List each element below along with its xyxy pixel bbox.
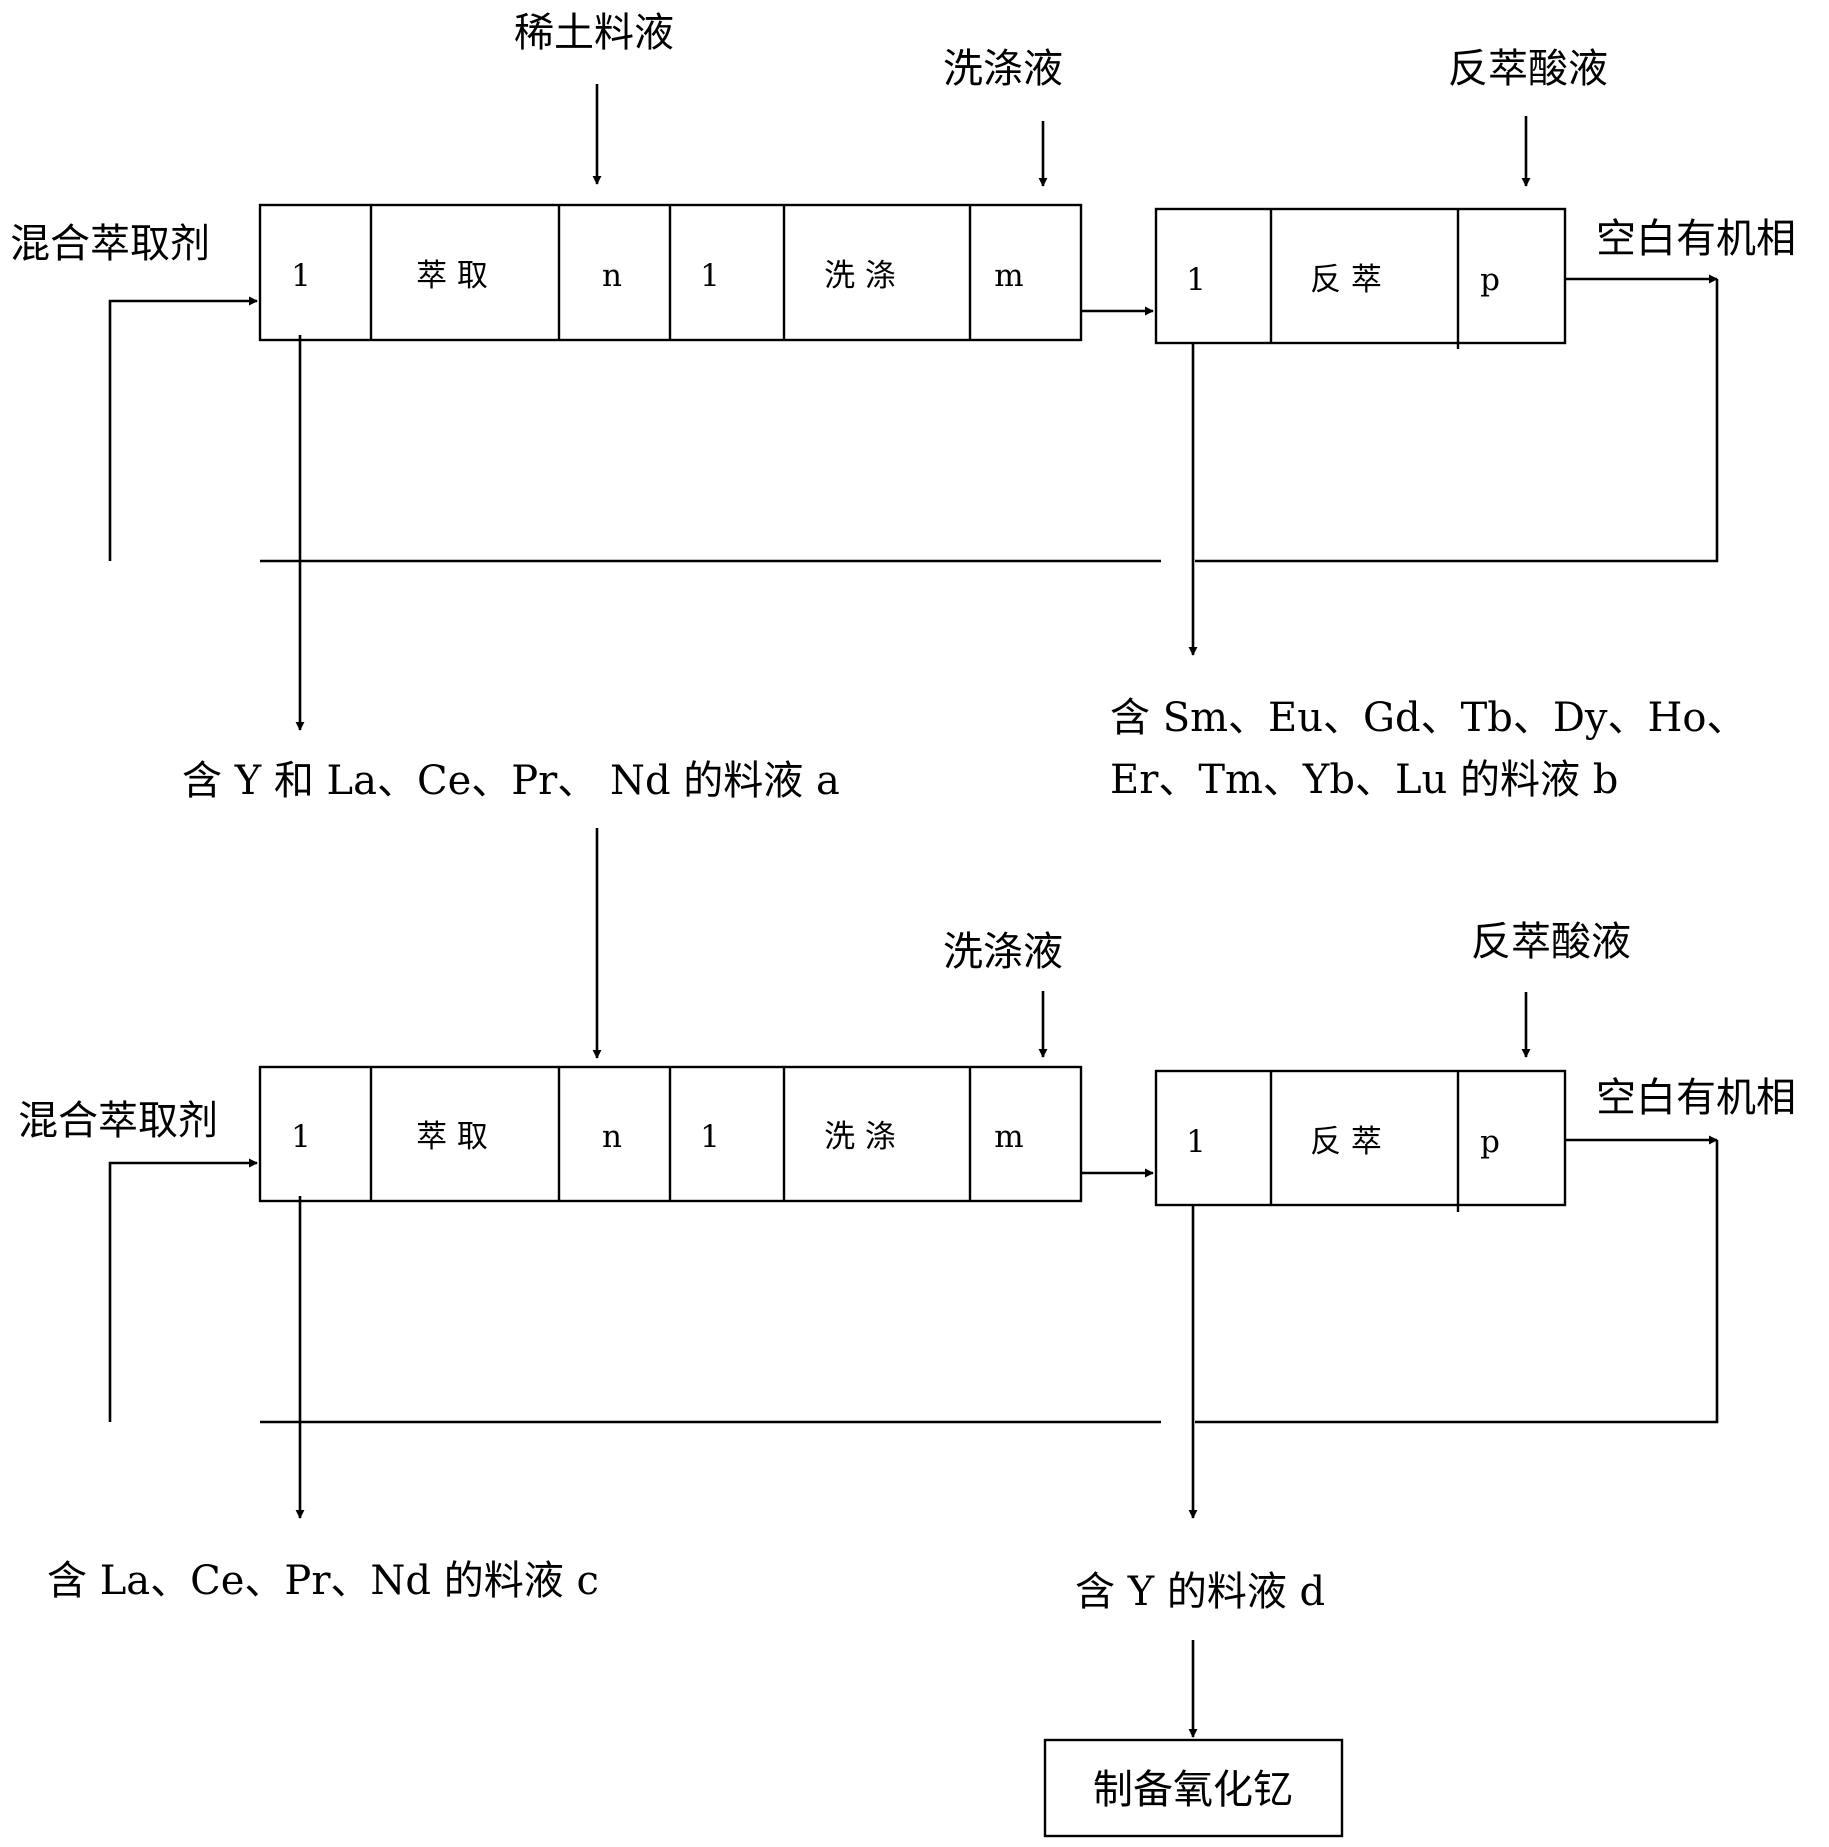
blank-organic-label: 空白有机相 [1596, 216, 1796, 262]
blank-organic-label-2: 空白有机相 [1596, 1075, 1796, 1121]
wash-solution-label-2: 洗涤液 [943, 929, 1063, 975]
strip-section-label-2: 反 萃 [1310, 1124, 1382, 1160]
stage-1: 稀土料液 洗涤液 反萃酸液 混合萃取剂 空白有机相 1 萃 取 n 1 洗 涤 … [10, 10, 1796, 804]
yttria-preparation-label: 制备氧化钇 [1093, 1767, 1293, 1813]
output-d-label: 含 Y 的料液 d [1075, 1569, 1325, 1615]
wash-section-label-2: 洗 涤 [824, 1119, 896, 1155]
wash-first-cell-2: 1 [700, 1119, 720, 1155]
output-c-label: 含 La、Ce、Pr、Nd 的料液 c [47, 1558, 599, 1604]
extraction-last-cell-2: n [602, 1119, 622, 1155]
strip-acid-label-2: 反萃酸液 [1471, 919, 1631, 965]
rare-earth-feed-label: 稀土料液 [514, 10, 674, 56]
extraction-last-cell: n [602, 258, 622, 294]
mixed-extractant-label: 混合萃取剂 [10, 221, 210, 267]
wash-section-label: 洗 涤 [824, 258, 896, 294]
stage-2: 洗涤液 反萃酸液 混合萃取剂 空白有机相 1 萃 取 n 1 洗 涤 m 1 反… [18, 919, 1796, 1615]
output-b-line1: 含 Sm、Eu、Gd、Tb、Dy、Ho、 [1110, 695, 1746, 741]
wash-solution-label: 洗涤液 [943, 46, 1063, 92]
strip-last-cell-2: p [1480, 1124, 1500, 1160]
extraction-section-label-2: 萃 取 [416, 1119, 488, 1155]
output-b-line2: Er、Tm、Yb、Lu 的料液 b [1110, 757, 1618, 803]
output-a-label: 含 Y 和 La、Ce、Pr、 Nd 的料液 a [182, 758, 840, 804]
strip-section-label: 反 萃 [1310, 262, 1382, 298]
mixed-extractant-label-2: 混合萃取剂 [18, 1098, 218, 1144]
extraction-first-cell: 1 [291, 258, 311, 294]
strip-acid-label: 反萃酸液 [1448, 46, 1608, 92]
strip-last-cell: p [1480, 262, 1500, 298]
wash-first-cell: 1 [700, 258, 720, 294]
strip-first-cell: 1 [1186, 262, 1206, 298]
extraction-first-cell-2: 1 [291, 1119, 311, 1155]
extractant-feed-line-2 [110, 1163, 257, 1422]
wash-last-cell-2: m [994, 1119, 1023, 1155]
extraction-section-label: 萃 取 [416, 258, 488, 294]
wash-last-cell: m [994, 258, 1023, 294]
extractant-feed-line [110, 301, 257, 561]
strip-first-cell-2: 1 [1186, 1124, 1206, 1160]
